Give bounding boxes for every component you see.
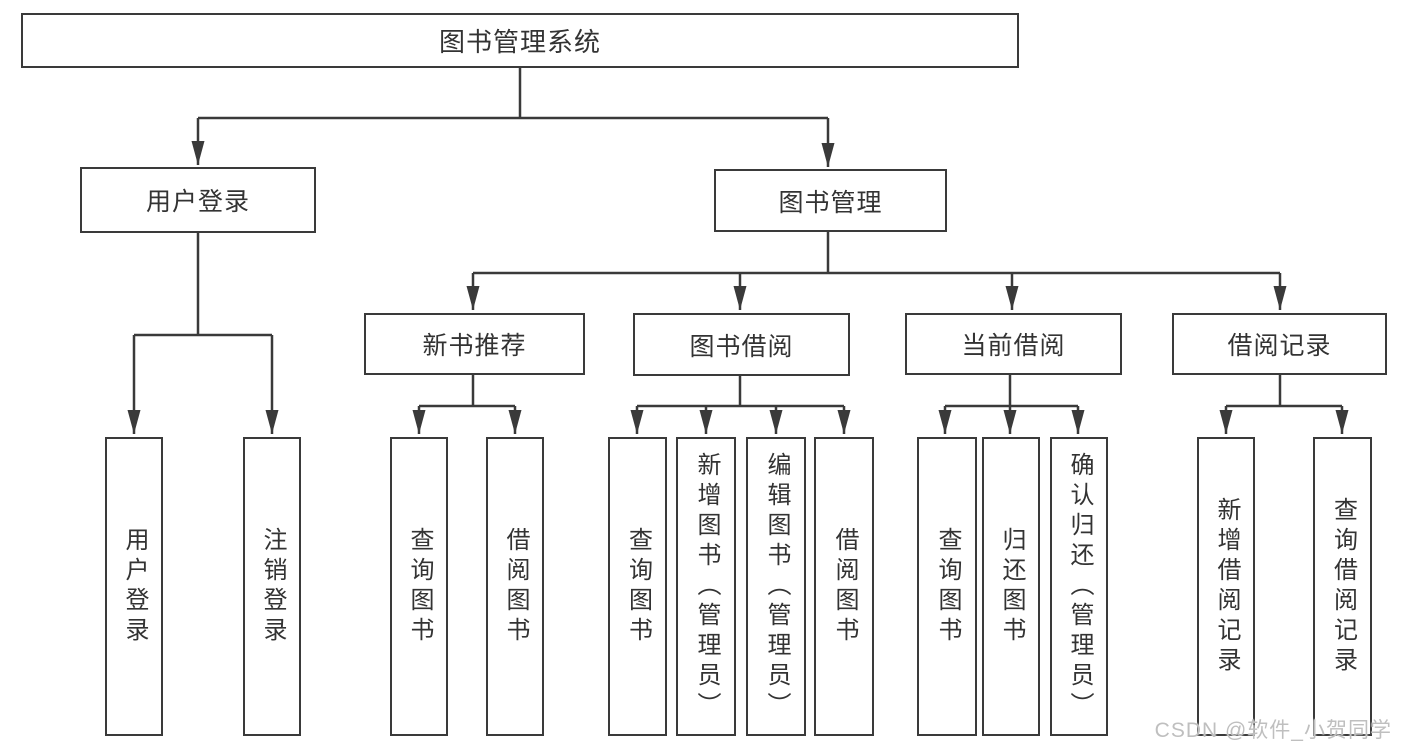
leaf-confirm-return-admin: 确认归还（管理员） [1050, 437, 1108, 736]
leaf-edit-books-admin-label: 编辑图书（管理员） [763, 451, 790, 722]
leaf-add-borrow-record-label: 新增借阅记录 [1213, 496, 1240, 677]
leaf-borrow-books-recommend: 借阅图书 [486, 437, 544, 736]
leaf-query-books-current-label: 查询图书 [934, 526, 961, 647]
node-book-management: 图书管理 [714, 169, 947, 232]
leaf-logout: 注销登录 [243, 437, 301, 736]
node-user-login-label: 用户登录 [145, 188, 250, 216]
leaf-add-borrow-record: 新增借阅记录 [1197, 437, 1255, 736]
leaf-add-books-admin-label: 新增图书（管理员） [693, 451, 720, 722]
node-borrow-records-label: 借阅记录 [1227, 332, 1332, 360]
leaf-user-login: 用户登录 [105, 437, 163, 736]
leaf-add-books-admin: 新增图书（管理员） [676, 437, 736, 736]
node-new-book-recommend: 新书推荐 [364, 313, 585, 375]
node-current-borrow: 当前借阅 [905, 313, 1122, 375]
node-user-login: 用户登录 [80, 167, 316, 233]
leaf-logout-label: 注销登录 [259, 526, 286, 647]
node-new-book-recommend-label: 新书推荐 [422, 332, 527, 360]
csdn-watermark: CSDN @软件_小贺同学 [1154, 719, 1392, 742]
leaf-borrow-books-recommend-label: 借阅图书 [502, 526, 529, 647]
node-book-borrow: 图书借阅 [633, 313, 850, 376]
leaf-edit-books-admin: 编辑图书（管理员） [746, 437, 806, 736]
leaf-borrow-books-label: 借阅图书 [831, 526, 858, 647]
leaf-query-books-recommend: 查询图书 [390, 437, 448, 736]
node-library-system-label: 图书管理系统 [438, 27, 601, 57]
leaf-return-books-label: 归还图书 [998, 526, 1025, 647]
node-book-borrow-label: 图书借阅 [689, 332, 794, 361]
leaf-query-borrow-record-label: 查询借阅记录 [1329, 496, 1357, 677]
leaf-confirm-return-admin-label: 确认归还（管理员） [1066, 451, 1093, 722]
node-library-system: 图书管理系统 [21, 13, 1019, 68]
leaf-query-books-borrow: 查询图书 [608, 437, 667, 736]
leaf-query-borrow-record: 查询借阅记录 [1313, 437, 1372, 736]
leaf-return-books: 归还图书 [982, 437, 1040, 736]
node-current-borrow-label: 当前借阅 [961, 332, 1066, 360]
leaf-query-books-borrow-label: 查询图书 [624, 526, 652, 647]
leaf-borrow-books: 借阅图书 [814, 437, 874, 736]
node-book-management-label: 图书管理 [778, 188, 883, 217]
node-borrow-records: 借阅记录 [1172, 313, 1387, 375]
leaf-query-books-recommend-label: 查询图书 [406, 526, 433, 647]
leaf-user-login-label: 用户登录 [121, 526, 148, 647]
leaf-query-books-current: 查询图书 [917, 437, 977, 736]
